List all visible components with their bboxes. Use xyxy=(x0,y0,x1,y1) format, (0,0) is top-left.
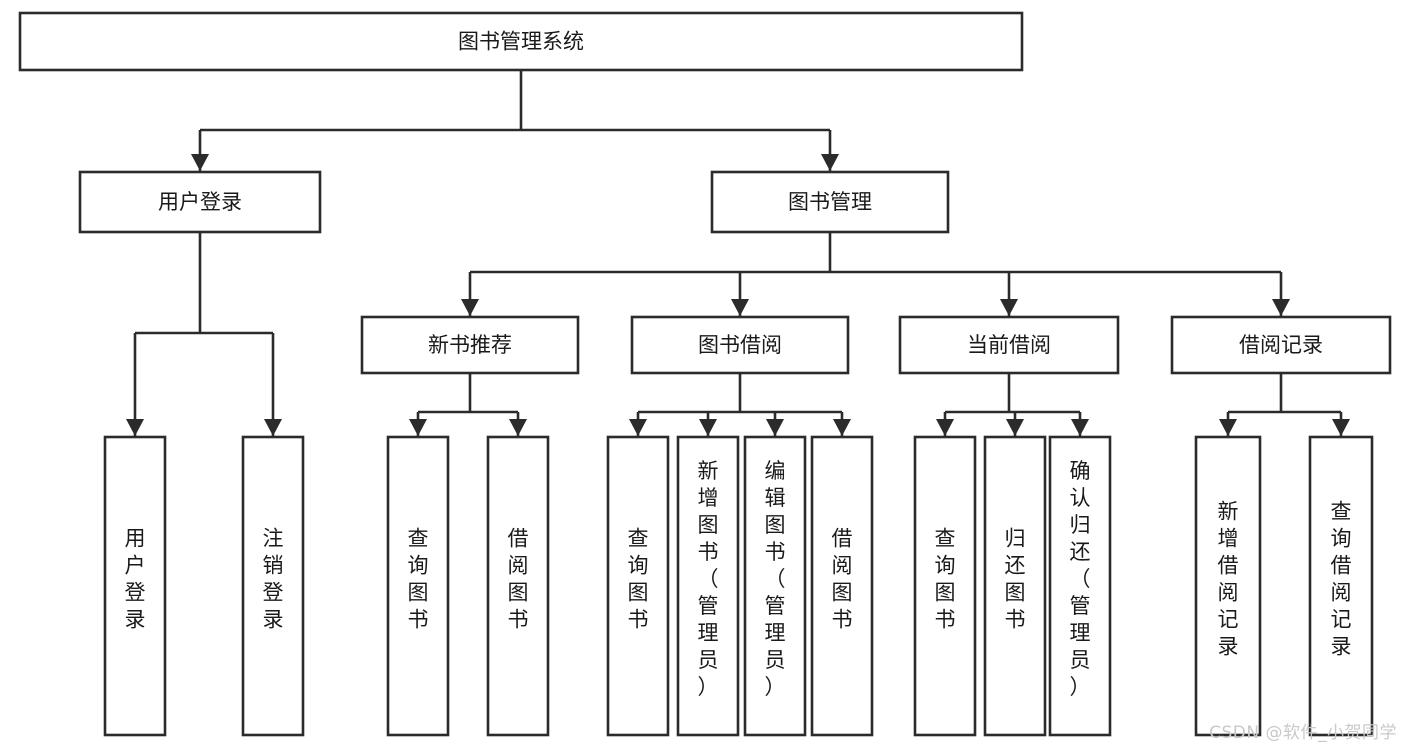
node-box xyxy=(743,435,807,737)
node-box xyxy=(913,435,977,737)
node-leaf-编辑图书管理员-6[interactable]: 编辑图书（管理员） xyxy=(743,435,807,737)
node-box xyxy=(1170,315,1392,375)
node-leaf-借阅图书-3[interactable]: 借阅图书 xyxy=(486,435,550,737)
arrow-head-icon xyxy=(191,154,209,171)
node-label: 确认归还（管理员） xyxy=(1070,459,1091,699)
node-box xyxy=(630,315,850,375)
node-label: 图书管理 xyxy=(788,190,872,214)
node-label: 图书借阅 xyxy=(698,333,782,357)
node-level3-图书借阅-1[interactable]: 图书借阅 xyxy=(630,315,850,375)
node-layer: 图书管理系统用户登录图书管理新书推荐图书借阅当前借阅借阅记录用户登录注销登录查询… xyxy=(18,11,1392,737)
arrow-head-icon xyxy=(1006,419,1024,436)
node-label: 用户登录 xyxy=(158,190,242,214)
node-root-图书管理系统-0[interactable]: 图书管理系统 xyxy=(18,11,1024,72)
arrow-head-icon xyxy=(1272,299,1290,316)
node-label: 用户登录 xyxy=(125,527,146,632)
arrow-head-icon xyxy=(699,419,717,436)
node-label: 借阅记录 xyxy=(1239,333,1323,357)
arrow-head-icon xyxy=(264,419,282,436)
node-level3-当前借阅-2[interactable]: 当前借阅 xyxy=(898,315,1120,375)
node-label: 借阅图书 xyxy=(508,527,529,632)
node-label: 注销登录 xyxy=(263,527,284,632)
node-level2-用户登录-0[interactable]: 用户登录 xyxy=(78,170,322,234)
node-box xyxy=(898,315,1120,375)
node-label: 当前借阅 xyxy=(967,333,1051,357)
node-leaf-注销登录-1[interactable]: 注销登录 xyxy=(241,435,305,737)
arrow-head-icon xyxy=(126,419,144,436)
node-box xyxy=(360,315,580,375)
node-box xyxy=(386,435,450,737)
node-leaf-用户登录-0[interactable]: 用户登录 xyxy=(103,435,167,737)
node-box xyxy=(241,435,305,737)
node-label: 查询图书 xyxy=(408,527,429,632)
arrow-head-icon xyxy=(461,299,479,316)
node-leaf-确认归还管理员-10[interactable]: 确认归还（管理员） xyxy=(1048,435,1112,737)
connector-layer xyxy=(126,70,1350,436)
node-box xyxy=(1308,435,1374,737)
node-label: 新增图书（管理员） xyxy=(698,459,719,699)
node-leaf-查询图书-4[interactable]: 查询图书 xyxy=(606,435,670,737)
node-label: 新书推荐 xyxy=(428,333,512,357)
node-label: 查询借阅记录 xyxy=(1331,500,1352,659)
node-label: 查询图书 xyxy=(628,527,649,632)
node-label: 新增借阅记录 xyxy=(1218,500,1239,659)
node-level2-图书管理-1[interactable]: 图书管理 xyxy=(710,170,950,234)
arrow-head-icon xyxy=(936,419,954,436)
node-box xyxy=(1048,435,1112,737)
node-box xyxy=(710,170,950,234)
arrow-head-icon xyxy=(1071,419,1089,436)
arrow-head-icon xyxy=(821,154,839,171)
arrow-head-icon xyxy=(629,419,647,436)
arrow-head-icon xyxy=(1000,299,1018,316)
node-box xyxy=(983,435,1047,737)
arrow-head-icon xyxy=(1219,419,1237,436)
node-leaf-查询图书-2[interactable]: 查询图书 xyxy=(386,435,450,737)
node-box xyxy=(1194,435,1262,737)
node-leaf-查询图书-8[interactable]: 查询图书 xyxy=(913,435,977,737)
node-leaf-借阅图书-7[interactable]: 借阅图书 xyxy=(810,435,874,737)
arrow-head-icon xyxy=(766,419,784,436)
node-leaf-新增图书管理员-5[interactable]: 新增图书（管理员） xyxy=(676,435,740,737)
node-label: 归还图书 xyxy=(1005,527,1026,632)
node-box xyxy=(606,435,670,737)
node-leaf-归还图书-9[interactable]: 归还图书 xyxy=(983,435,1047,737)
node-leaf-查询借阅记录-12[interactable]: 查询借阅记录 xyxy=(1308,435,1374,737)
node-box xyxy=(676,435,740,737)
node-box xyxy=(103,435,167,737)
node-level3-借阅记录-3[interactable]: 借阅记录 xyxy=(1170,315,1392,375)
node-box xyxy=(18,11,1024,72)
node-label: 图书管理系统 xyxy=(458,30,584,54)
node-leaf-新增借阅记录-11[interactable]: 新增借阅记录 xyxy=(1194,435,1262,737)
arrow-head-icon xyxy=(1332,419,1350,436)
watermark-label: CSDN @软件_小贺同学 xyxy=(1209,723,1397,743)
node-box xyxy=(810,435,874,737)
arrow-head-icon xyxy=(833,419,851,436)
node-box xyxy=(78,170,322,234)
node-level3-新书推荐-0[interactable]: 新书推荐 xyxy=(360,315,580,375)
node-label: 查询图书 xyxy=(935,527,956,632)
node-label: 借阅图书 xyxy=(832,527,853,632)
node-box xyxy=(486,435,550,737)
arrow-head-icon xyxy=(409,419,427,436)
node-label: 编辑图书（管理员） xyxy=(765,459,786,699)
arrow-head-icon xyxy=(509,419,527,436)
arrow-head-icon xyxy=(731,299,749,316)
